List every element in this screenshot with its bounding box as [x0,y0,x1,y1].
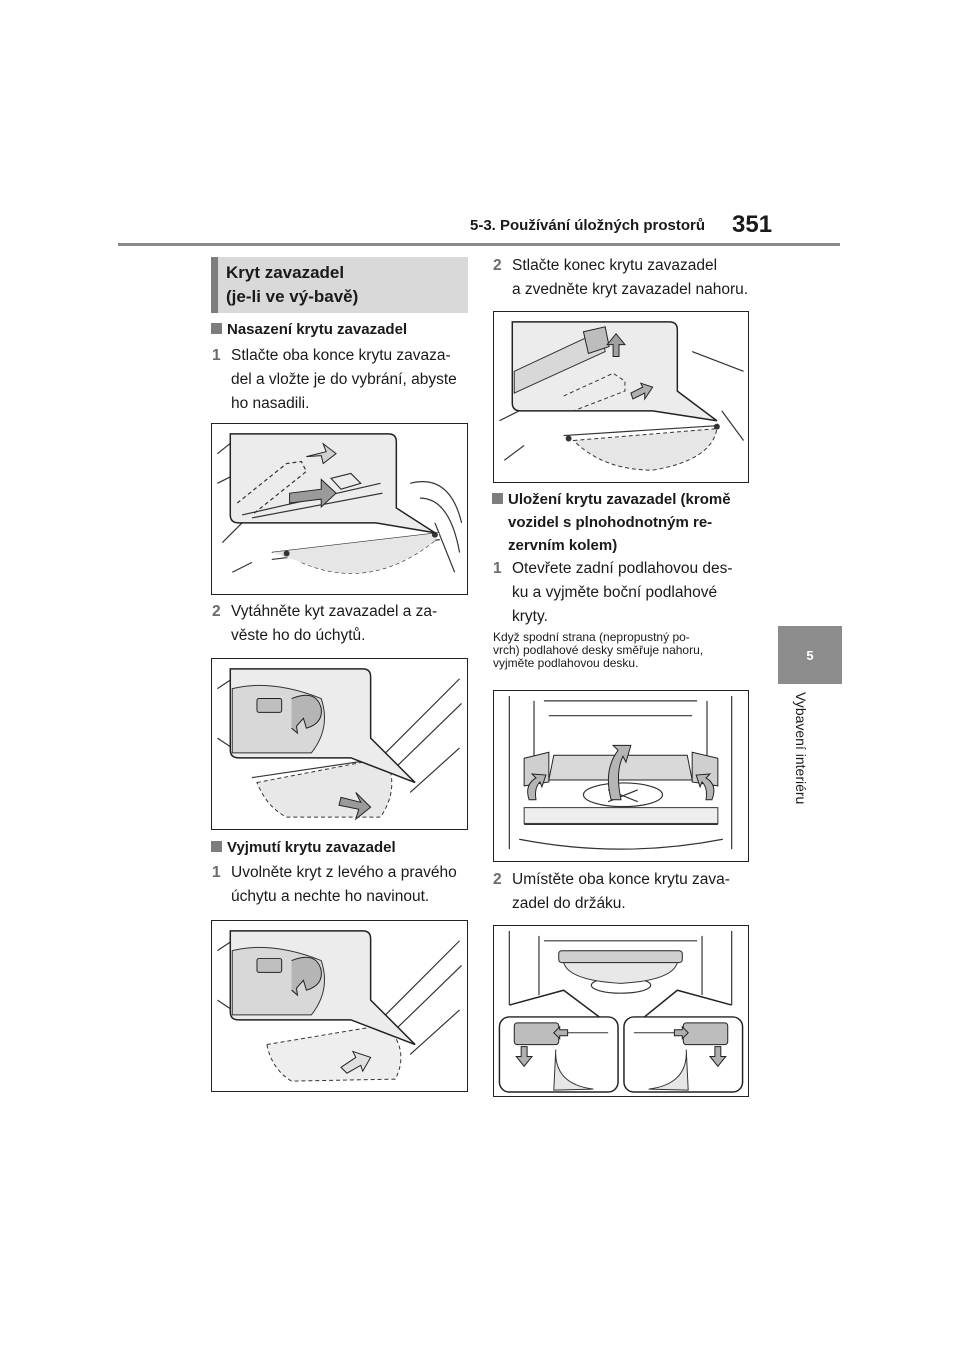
step-number: 1 [493,560,502,577]
subheading-storage: Uložení krytu zavazadel (kromě vozidel s… [492,488,782,557]
subheading-remove-text: Vyjmutí krytu zavazadel [227,839,396,856]
illustration-lift-cover [493,311,749,483]
remove-step-2: 2 Stlačte konec krytu zavazadel a zvedně… [493,254,773,304]
step-line: Stlačte oba konce krytu zavaza- [231,347,451,364]
step-line: Umístěte oba konce krytu zava- [512,871,730,888]
step-line: Stlačte konec krytu zavazadel [512,257,718,274]
release-cover-drawing [217,930,462,1082]
running-header-title: 5-3. Používání úložných prostorů [470,217,706,234]
illustration-cover-in-holder [493,925,749,1097]
illustration-hook-cover [211,658,468,830]
floor-board-drawing [508,695,733,850]
section-title-line2: (je-li ve vý-bavě) [226,287,359,306]
step-line: ku a vyjměte boční podlahové [512,584,718,601]
section-heading: Kryt zavazadel (je-li ve vý-bavě) [211,257,468,313]
lift-cover-drawing [499,321,745,471]
step-line: Otevřete zadní podlahovou des- [512,560,733,577]
cover-in-holder-drawing [498,930,744,1093]
step-line: Vytáhněte kyt zavazadel a za- [231,603,438,620]
install-step-2: 2 Vytáhněte kyt zavazadel a za- věste ho… [212,600,472,650]
subheading-remove: Vyjmutí krytu zavazadel [211,836,396,859]
install-step-1: 1 Stlačte oba konce krytu zavaza- del a … [212,344,472,418]
storage-step-2: 2 Umístěte oba konce krytu zava- zadel d… [493,868,773,918]
hook-cover-drawing [217,668,462,821]
page-number: 351 [732,211,773,238]
square-bullet-icon [211,323,222,334]
remove-step-1: 1 Uvolněte kryt z levého a pravého úchyt… [212,861,472,911]
subheading-storage-line: zervním kolem) [508,537,618,554]
install-cover-drawing [217,433,463,574]
square-bullet-icon [492,493,503,504]
illustration-floor-board [493,690,749,862]
chapter-tab: 5 [778,626,842,684]
step-line: Uvolněte kryt z levého a pravého [231,864,457,881]
step-number: 2 [212,603,221,620]
step-line: věste ho do úchytů. [231,627,366,644]
step-line: ho nasadili. [231,395,310,412]
step-number: 2 [493,257,502,274]
storage-note: Když spodní strana (nepropustný po- vrch… [493,631,763,670]
step-number: 1 [212,347,221,364]
header-divider [118,243,840,246]
illustration-install-cover [211,423,468,595]
section-title-line1: Kryt zavazadel [226,263,345,282]
subheading-storage-line: Uložení krytu zavazadel (kromě [508,491,731,508]
step-number: 1 [212,864,221,881]
subheading-storage-line: vozidel s plnohodnotným re- [508,514,713,531]
chapter-tab-number: 5 [806,647,814,663]
subheading-install-text: Nasazení krytu zavazadel [227,321,408,338]
step-line: zadel do držáku. [512,895,626,912]
step-line: úchytu a nechte ho navinout. [231,888,430,905]
illustration-release-cover [211,920,468,1092]
step-line: del a vložte je do vybrání, abyste [231,371,457,388]
note-line: vyjměte podlahovou desku. [493,656,639,670]
step-line: kryty. [512,608,548,625]
storage-step-1: 1 Otevřete zadní podlahovou des- ku a vy… [493,557,773,631]
subheading-install: Nasazení krytu zavazadel [211,318,407,341]
step-number: 2 [493,871,502,888]
square-bullet-icon [211,841,222,852]
note-line: Když spodní strana (nepropustný po- [493,630,690,644]
step-line: a zvedněte kryt zavazadel nahoru. [512,281,749,298]
note-line: vrch) podlahové desky směřuje nahoru, [493,643,704,657]
chapter-side-title-text: Vybavení interiéru [793,692,809,805]
